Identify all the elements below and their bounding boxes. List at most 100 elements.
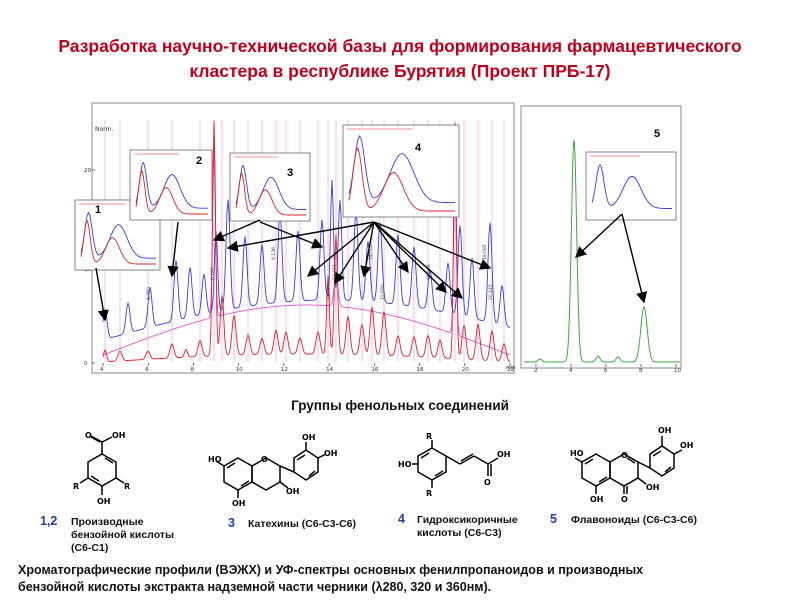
inset-number: 4 [415, 142, 422, 154]
x-tick-label: 20 [462, 367, 469, 373]
svg-text:OH: OH [658, 426, 672, 435]
group-name-line: Флавоноиды (С6-С3-С6) [571, 514, 697, 526]
benzoic-acid-structure: O OH R R OH [73, 431, 130, 506]
peak-label: 16.906 [426, 264, 432, 280]
pointer-arrow [306, 221, 375, 277]
peak-label: 6.180 [210, 267, 216, 280]
svg-text:O: O [85, 431, 92, 440]
second-x-axis-ticks: 2 4 6 8 10 [534, 364, 681, 374]
x-tick-label: 8 [639, 368, 643, 374]
group-benzoic-acids: 1,2 Производные бензойной кислоты (С6-С1… [40, 515, 190, 560]
pointer-arrows [95, 213, 648, 322]
svg-text:O: O [621, 451, 628, 460]
figure-caption: Хроматографические профили (ВЭЖХ) и УФ-с… [18, 562, 788, 596]
inset-frame [342, 124, 460, 218]
inset-trace-red [80, 219, 156, 265]
pointer-arrow [373, 221, 464, 299]
group-number: 4 [398, 512, 405, 526]
svg-text:O: O [484, 478, 491, 487]
trace-280nm [102, 120, 511, 363]
svg-text:OH: OH [497, 450, 511, 459]
inset-number: 2 [196, 155, 202, 167]
x-tick-label: 6 [604, 368, 608, 374]
x-tick-label: 14 [326, 367, 333, 373]
pointer-arrow [334, 221, 375, 285]
uv-spectrum-inset: 4 [342, 124, 460, 218]
pointer-arrow [373, 221, 448, 293]
peak-label: 20.145 [488, 284, 494, 300]
inset-trace-red [348, 146, 455, 212]
pointer-arrow [226, 221, 375, 252]
second-chromatogram-frame [520, 105, 682, 369]
x-tick-label: 18 [417, 367, 424, 373]
svg-text:R: R [124, 482, 130, 491]
inset-number: 3 [287, 167, 293, 179]
x-tick-label: 10 [236, 367, 243, 373]
peak-label: 19.082 [482, 244, 488, 260]
peak-label: 9.136 [271, 247, 277, 260]
peak-label: 11.797 [326, 284, 332, 300]
pointer-arrow [574, 213, 623, 258]
x-tick-label: 12 [281, 367, 288, 373]
svg-text:OH: OH [286, 487, 300, 496]
svg-text:OH: OH [680, 441, 694, 450]
group-name-line: Гидроксикоричные [417, 514, 518, 526]
uv-spectrum-inset: 3 [229, 152, 311, 222]
group-catechins: 3 Катехины (С6-С3-С6) [228, 517, 388, 537]
x-tick-label: 4 [569, 368, 573, 374]
y-axis-label: Norm. [95, 126, 113, 133]
svg-text:OH: OH [324, 449, 338, 458]
svg-text:OH: OH [302, 433, 316, 442]
inset-trace-red [235, 172, 306, 216]
pointer-arrow [360, 221, 375, 278]
group-name-line: кислоты (С6-С3) [417, 527, 502, 539]
pointer-arrow [95, 267, 109, 322]
page-title-line-1: Разработка научно-технической базы для ф… [58, 36, 742, 56]
x-tick-label: 2 [534, 368, 538, 374]
peak-label: 13.421 [332, 264, 338, 280]
svg-text:OH: OH [112, 431, 126, 440]
inset-number: 5 [654, 128, 660, 140]
pointer-arrow [259, 221, 324, 249]
groups-title: Группы фенольных соединений [291, 398, 509, 413]
svg-text:OH: OH [97, 497, 111, 506]
page-title-line-2: кластера в республике Бурятия (Проект ПР… [189, 61, 611, 81]
group-number: 3 [228, 516, 235, 530]
group-name-line: Катехины (С6-С3-С6) [248, 518, 356, 530]
baseline-trace [102, 147, 511, 356]
pointer-arrow [621, 213, 648, 304]
peak-label: 14.002 [368, 244, 374, 260]
svg-text:R: R [73, 482, 79, 491]
inset-frame [229, 152, 311, 222]
peak-label: 15.690 [380, 284, 386, 300]
svg-text:HO: HO [208, 455, 222, 464]
svg-text:O: O [261, 455, 268, 464]
inset-trace-red [135, 169, 208, 215]
pointer-arrow [373, 221, 492, 270]
trace-360nm [524, 139, 680, 363]
group-number: 5 [550, 512, 557, 526]
svg-text:OH: OH [232, 499, 246, 508]
x-tick-label: 4 [100, 367, 104, 373]
uv-spectrum-inset: 5 [585, 128, 677, 221]
x-tick-label: 8 [190, 367, 194, 373]
group-flavonoids: 5 Флавоноиды (С6-С3-С6) [550, 513, 730, 533]
inset-trace-blue [348, 134, 455, 204]
svg-text:R: R [426, 489, 432, 498]
svg-text:R: R [426, 432, 432, 441]
y-tick-label: 20 [84, 168, 91, 174]
group-number: 1,2 [40, 514, 58, 528]
x-tick-label: 10 [674, 368, 681, 374]
trace-320nm [102, 179, 511, 338]
inset-trace-blue [591, 163, 672, 209]
pointer-arrow [212, 219, 261, 242]
peak-label: 1.750 [146, 287, 152, 300]
group-name-line: (С6-С1) [71, 542, 109, 554]
inset-trace-blue [135, 161, 208, 209]
svg-text:HO: HO [570, 449, 584, 458]
